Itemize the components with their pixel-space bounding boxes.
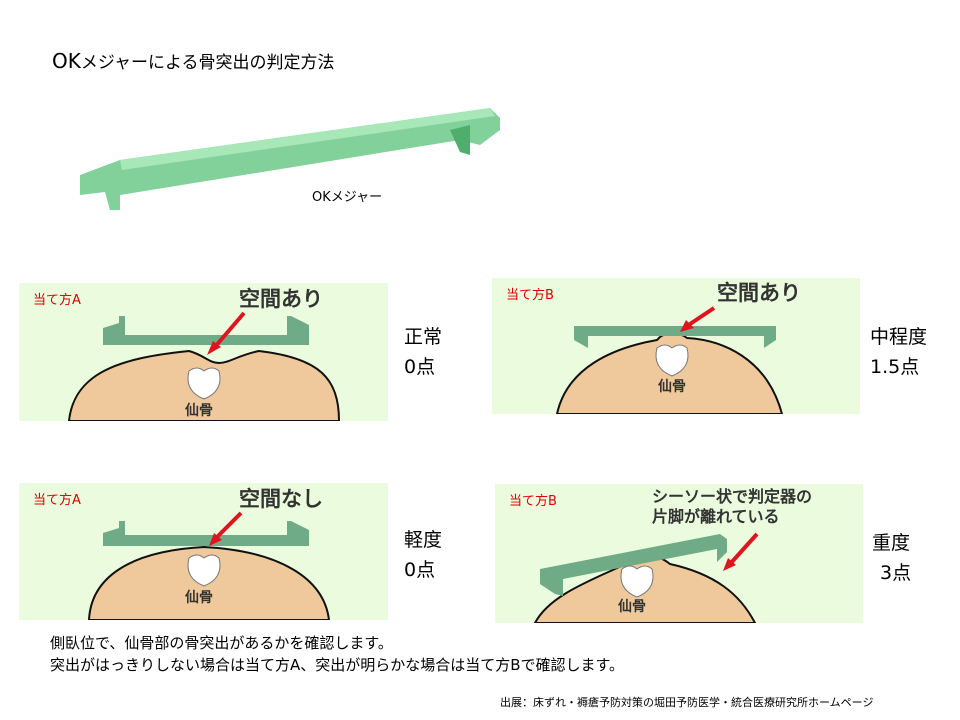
method-label: 当て方B <box>506 288 554 303</box>
method-label: 当て方A <box>33 493 81 508</box>
panel-method-b-severe: 当て方B シーソー状で判定器の片脚が離れている 仙骨 <box>495 484 863 623</box>
callout: 空間なし <box>239 487 323 511</box>
page-title: OKメジャーによる骨突出の判定方法 <box>52 49 335 73</box>
bone-label: 仙骨 <box>618 599 646 615</box>
panel-method-b-moderate: 当て方B 空間あり 仙骨 <box>492 278 860 414</box>
tool-label: OKメジャー <box>312 190 383 205</box>
bone-label: 仙骨 <box>185 403 213 419</box>
bone-label: 仙骨 <box>185 590 213 606</box>
ok-measure-image <box>80 108 500 210</box>
source-citation: 出展：床ずれ・褥瘡予防対策の堀田予防医学・統合医療研究所ホームページ <box>500 696 874 709</box>
callout: 空間あり <box>239 287 323 311</box>
callout: 空間あり <box>717 281 801 305</box>
method-label: 当て方A <box>33 293 81 308</box>
method-label: 当て方B <box>509 494 557 509</box>
panel-method-a-mild: 当て方A 空間なし 仙骨 <box>19 483 388 620</box>
callout: シーソー状で判定器の片脚が離れている <box>652 487 813 526</box>
bone-label: 仙骨 <box>658 379 686 395</box>
instructions: 側臥位で、仙骨部の骨突出があるかを確認します。突出がはっきりしない場合は当て方A… <box>50 634 625 674</box>
panel-method-a-normal: 当て方A 空間あり 仙骨 <box>19 283 388 421</box>
